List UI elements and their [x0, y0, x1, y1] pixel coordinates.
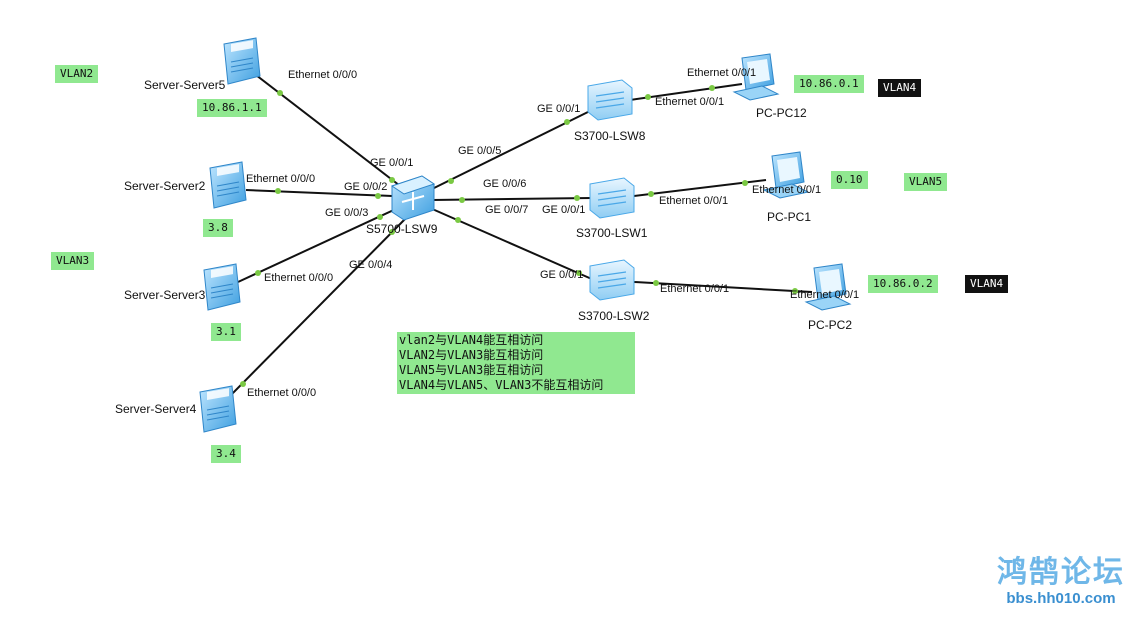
pc-icon[interactable] — [732, 53, 780, 101]
server-icon[interactable] — [199, 385, 237, 433]
vlan-access-notes: vlan2与VLAN4能互相访问 VLAN2与VLAN3能互相访问 VLAN5与… — [397, 332, 635, 394]
port-dot — [645, 94, 651, 100]
port-label: Ethernet 0/0/0 — [288, 69, 358, 81]
port-label: GE 0/0/1 — [537, 103, 581, 115]
vlan-tag: VLAN4 — [878, 79, 922, 97]
link-server3-lsw9 — [237, 207, 399, 283]
port-dot — [455, 217, 461, 223]
device-label-lsw9: S5700-LSW9 — [366, 222, 438, 236]
port-label: GE 0/0/6 — [483, 178, 527, 190]
port-label: Ethernet 0/0/0 — [246, 173, 316, 185]
core-switch-icon[interactable] — [390, 175, 436, 221]
pc-icon[interactable] — [804, 263, 852, 311]
port-label: Ethernet 0/0/1 — [655, 96, 725, 108]
port-dot — [574, 195, 580, 201]
ip-tag: 10.86.1.1 — [197, 99, 267, 117]
note-line: VLAN4与VLAN5、VLAN3不能互相访问 — [399, 378, 604, 392]
device-label-pc12: PC-PC12 — [756, 106, 807, 120]
port-dot — [709, 85, 715, 91]
device-label-lsw1: S3700-LSW1 — [576, 226, 648, 240]
ip-tag: 10.86.0.2 — [868, 275, 938, 293]
port-dot — [277, 90, 283, 96]
link-lsw2-pc2 — [633, 281, 813, 293]
device-label-server5: Server-Server5 — [144, 78, 226, 92]
port-dot — [389, 177, 395, 183]
port-label: Ethernet 0/0/0 — [247, 387, 317, 399]
port-dot — [648, 191, 654, 197]
port-dot — [275, 188, 281, 194]
port-label: GE 0/0/4 — [349, 259, 393, 271]
port-label: GE 0/0/3 — [325, 207, 369, 219]
server-icon[interactable] — [209, 161, 247, 209]
switch-icon[interactable] — [589, 177, 635, 219]
port-label: GE 0/0/2 — [344, 181, 388, 193]
ip-tag: 3.1 — [211, 323, 241, 341]
port-dot — [653, 280, 659, 286]
ip-tag: 0.10 — [831, 171, 868, 189]
port-dot — [377, 214, 383, 220]
port-dot — [576, 270, 582, 276]
ip-tag: 10.86.0.1 — [794, 75, 864, 93]
port-dot — [459, 197, 465, 203]
watermark-title: 鸿鹄论坛 — [997, 555, 1125, 590]
port-label: Ethernet 0/0/1 — [790, 289, 860, 301]
switch-icon[interactable] — [589, 259, 635, 301]
port-dot — [240, 381, 246, 387]
vlan-tag: VLAN4 — [965, 275, 1009, 293]
device-label-pc2: PC-PC2 — [808, 318, 853, 332]
vlan-tag: VLAN5 — [904, 173, 948, 191]
port-label: Ethernet 0/0/1 — [687, 67, 757, 79]
port-dot — [375, 193, 381, 199]
port-label: GE 0/0/1 — [542, 204, 586, 216]
port-dot — [255, 270, 261, 276]
note-line: vlan2与VLAN4能互相访问 — [399, 333, 544, 347]
device-label-pc1: PC-PC1 — [767, 210, 812, 224]
vlan-tag: VLAN2 — [55, 65, 99, 83]
port-dot — [564, 119, 570, 125]
link-server4-lsw9 — [227, 213, 411, 399]
port-dot — [448, 178, 454, 184]
port-label: GE 0/0/1 — [370, 157, 414, 169]
device-label-lsw2: S3700-LSW2 — [578, 309, 650, 323]
ip-tag: 3.4 — [211, 445, 241, 463]
port-dots — [240, 85, 798, 387]
port-dot — [742, 180, 748, 186]
port-label: GE 0/0/7 — [485, 204, 529, 216]
port-dot — [389, 229, 395, 235]
port-label: Ethernet 0/0/1 — [659, 195, 729, 207]
server-icon[interactable] — [203, 263, 241, 311]
note-line: VLAN5与VLAN3能互相访问 — [399, 363, 544, 377]
link-server2-lsw9 — [245, 189, 393, 197]
port-label: Ethernet 0/0/0 — [264, 272, 334, 284]
device-label-lsw8: S3700-LSW8 — [574, 129, 646, 143]
port-label: GE 0/0/5 — [458, 145, 502, 157]
ip-tag: 3.8 — [203, 219, 233, 237]
device-label-server4: Server-Server4 — [115, 402, 197, 416]
server-icon[interactable] — [223, 37, 261, 85]
device-label-server3: Server-Server3 — [124, 288, 206, 302]
port-label: GE 0/0/1 — [540, 269, 584, 281]
device-label-server2: Server-Server2 — [124, 179, 206, 193]
pc-icon[interactable] — [762, 151, 810, 199]
vlan-tag: VLAN3 — [51, 252, 95, 270]
switch-icon[interactable] — [587, 79, 633, 121]
port-label: Ethernet 0/0/1 — [752, 184, 822, 196]
port-dot — [792, 288, 798, 294]
note-line: VLAN2与VLAN3能互相访问 — [399, 348, 544, 362]
watermark-url: bbs.hh010.com — [1006, 590, 1116, 607]
link-lsw9-lsw1 — [431, 197, 593, 201]
port-label: Ethernet 0/0/1 — [660, 283, 730, 295]
watermark: 鸿鹄论坛 bbs.hh010.com — [986, 556, 1136, 608]
